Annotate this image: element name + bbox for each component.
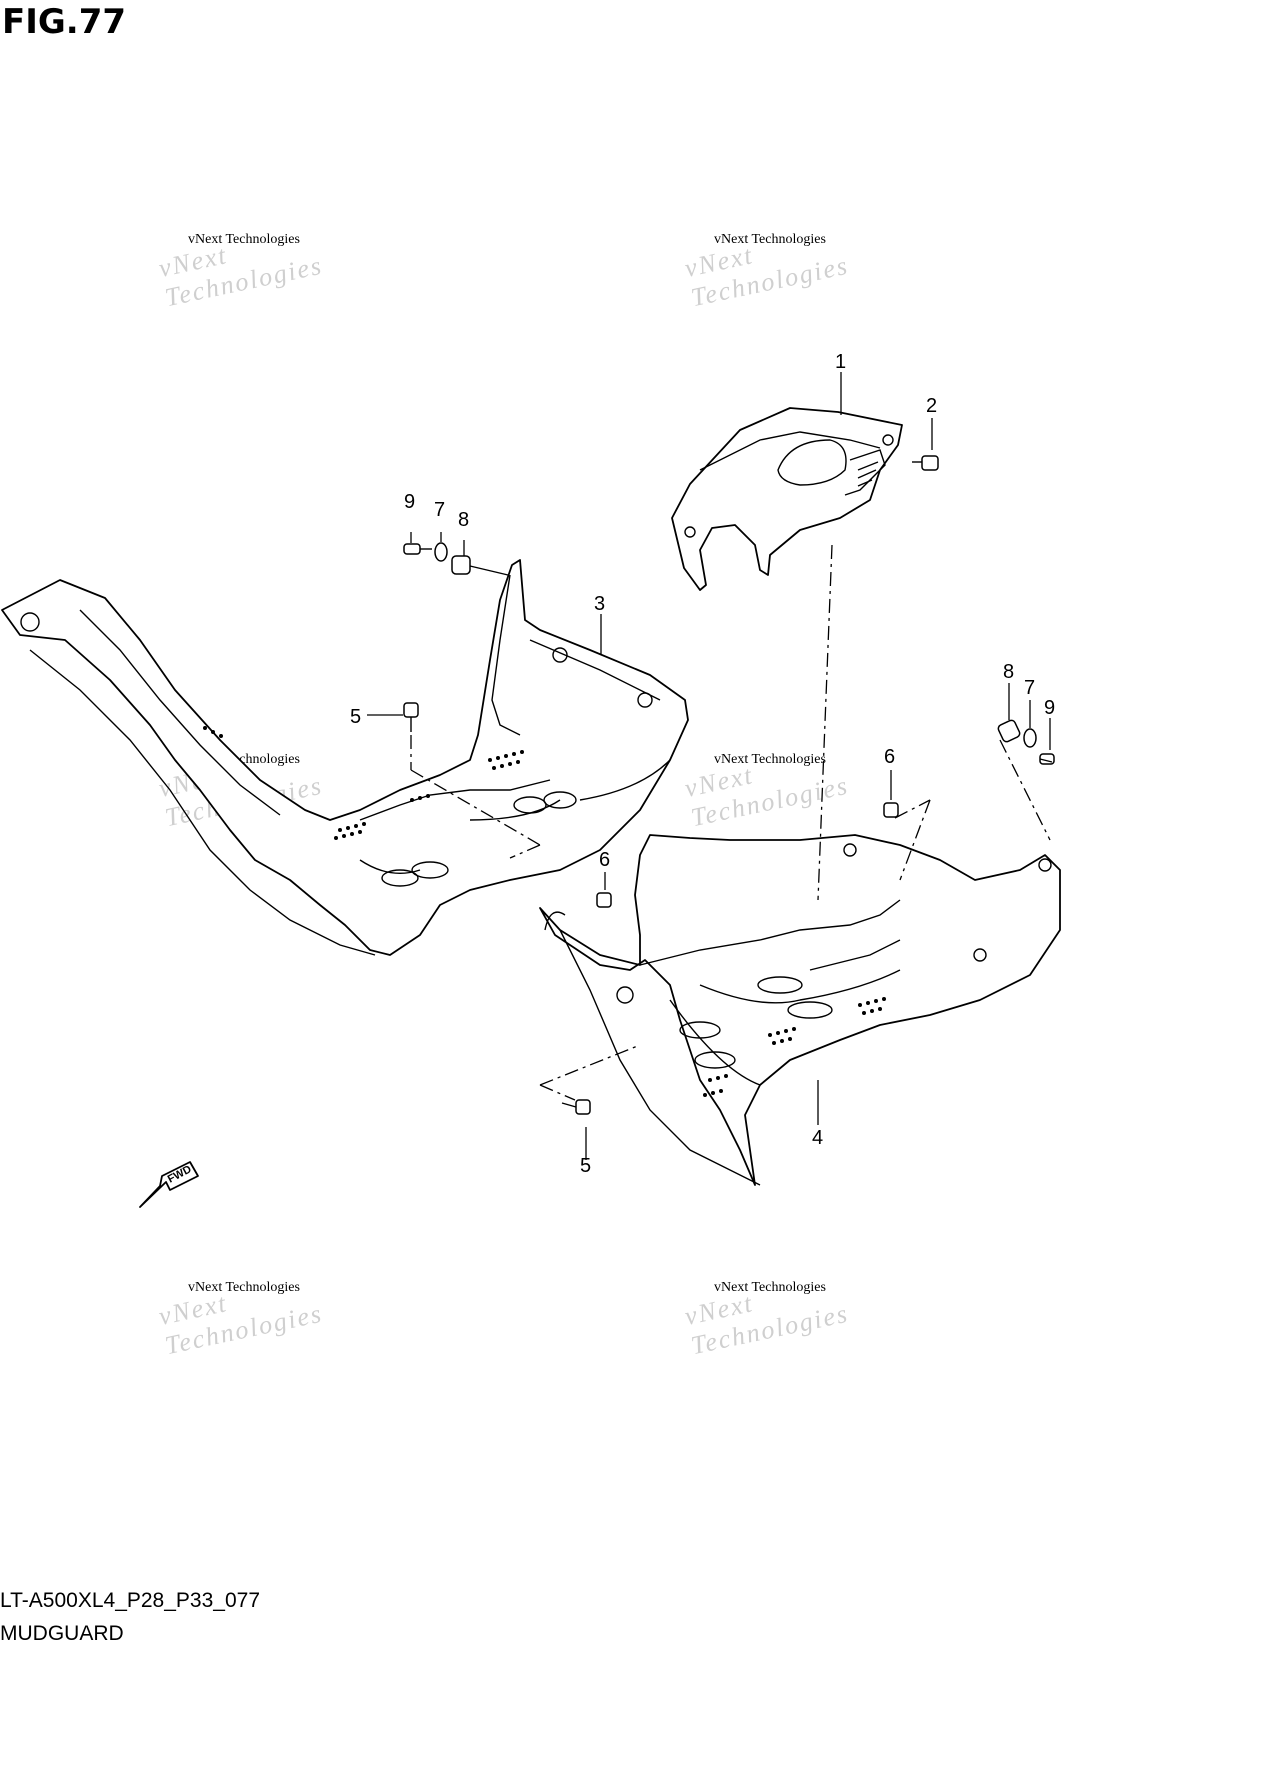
part-6-screw [596, 892, 612, 908]
callout-6: 6 [884, 746, 895, 768]
diagram-code: LT-A500XL4_P28_P33_077 [0, 1589, 260, 1612]
figure-title: FIG.77 [2, 2, 127, 42]
fwd-arrow-icon: FWD [139, 1161, 199, 1208]
callout-6: 6 [599, 849, 610, 871]
part-9-screw [403, 543, 421, 555]
part-5-screw [403, 702, 419, 718]
callout-8: 8 [458, 509, 469, 531]
grip-dots [203, 726, 524, 840]
callout-4: 4 [812, 1127, 823, 1149]
part-6-screw [883, 802, 899, 818]
callout-5: 5 [580, 1155, 591, 1177]
part-1-cover [671, 407, 903, 591]
callout-9: 9 [1044, 697, 1055, 719]
watermark-small: vNext Technologies [714, 752, 826, 767]
part-4-right-fender [539, 834, 1061, 1186]
part-7-washer [1023, 728, 1037, 748]
watermark: vNext Technologies vNext Technologies [150, 200, 390, 312]
callout-7: 7 [434, 499, 445, 521]
part-8-grommet [451, 555, 471, 575]
left-hardware-group [403, 542, 509, 576]
part-7-washer [434, 542, 448, 562]
watermark: vNext Technologies vNext Technologies [676, 720, 916, 832]
part-5-screw [575, 1099, 591, 1115]
callout-8: 8 [1003, 661, 1014, 683]
part-8-grommet [997, 719, 1021, 743]
assembly-lines [410, 544, 1051, 1101]
watermark-small: vNext Technologies [188, 232, 300, 247]
right-hardware-group [997, 719, 1055, 765]
grip-dots [703, 997, 886, 1097]
callout-9: 9 [404, 491, 415, 513]
callout-3: 3 [594, 593, 605, 615]
diagram-name: MUDGUARD [0, 1622, 124, 1645]
watermark: vNext Technologies vNext Technologies [150, 1248, 390, 1360]
watermark: vNext Technologies vNext Technologies [676, 1248, 916, 1360]
callout-7: 7 [1024, 677, 1035, 699]
callout-1: 1 [835, 351, 846, 373]
callout-5: 5 [350, 706, 361, 728]
leader-lines [367, 372, 1051, 1160]
callout-2: 2 [926, 395, 937, 417]
watermark: vNext Technologies vNext Technologies [676, 200, 916, 312]
watermark-small: vNext Technologies [714, 232, 826, 247]
watermark-small: vNext Technologies [188, 1280, 300, 1295]
part-2-screw [912, 455, 939, 471]
watermark-small: vNext Technologies [714, 1280, 826, 1295]
part-3-left-fender [1, 559, 689, 956]
